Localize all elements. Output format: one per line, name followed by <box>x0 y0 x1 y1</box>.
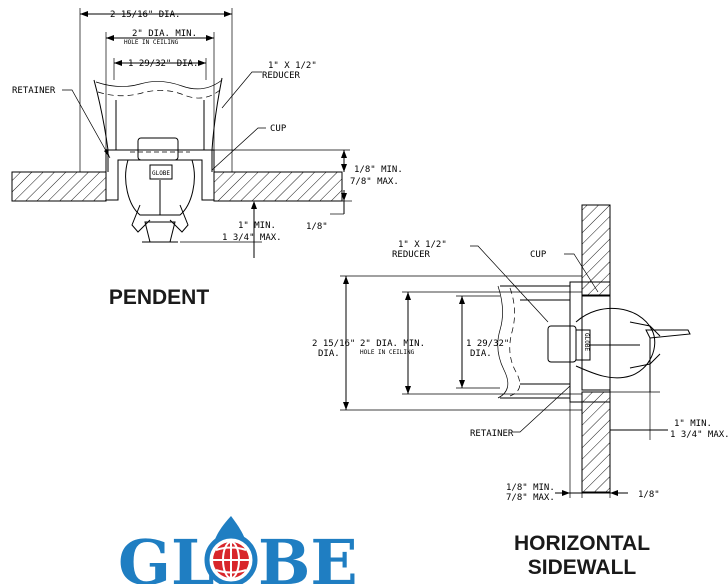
pendent-reducer-label-1: 1" X 1/2" <box>268 61 317 71</box>
pendent-view: GLOBE 2 15/16" DIA. 2" DIA. MIN. HOLE IN… <box>11 8 403 258</box>
pendent-drop-max-label: 1 3/4" MAX. <box>222 233 282 243</box>
sidewall-outer-label-2: DIA. <box>318 349 340 359</box>
pendent-drop-min-label: 1" MIN. <box>238 221 276 231</box>
ceiling-left <box>11 171 107 202</box>
sidewall-title-line-1: HORIZONTAL <box>513 532 651 555</box>
ceiling-right <box>213 171 343 202</box>
pendent-inner-dia-label: 1 29/32" DIA. <box>128 59 198 69</box>
sidewall-gap-max-label: 7/8" MAX. <box>506 493 555 503</box>
sidewall-retainer-label: RETAINER <box>470 429 514 439</box>
sidewall-proj-min-label: 1" MIN. <box>674 419 712 429</box>
sidewall-title-line-2: SIDEWALL <box>527 556 637 579</box>
pendent-gap-min-label: 1/8" MIN. <box>354 165 403 175</box>
sidewall-proj-max-label: 1 3/4" MAX. <box>670 430 728 440</box>
sidewall-hole-label-1: 2" DIA. MIN. <box>360 339 425 349</box>
sidewall-inner-label-2: DIA. <box>470 349 492 359</box>
sidewall-gap-min-label: 1/8" MIN. <box>506 483 555 493</box>
sidewall-inner-label-1: 1 29/32" <box>466 339 509 349</box>
pendent-reducer-label-2: REDUCER <box>262 71 301 81</box>
pendent-cup-label: CUP <box>270 124 287 134</box>
pendent-frame-mark: GLOBE <box>152 170 170 177</box>
logo-text-left: GL <box>118 526 215 584</box>
sidewall-eighth-label: 1/8" <box>638 490 660 500</box>
pendent-title: PENDENT <box>108 286 210 309</box>
sidewall-cup-label: CUP <box>530 250 547 260</box>
wall-bottom <box>581 391 611 493</box>
sidewall-hole-label-2: HOLE IN CEILING <box>360 349 415 356</box>
wall-top <box>581 204 611 296</box>
sidewall-view: GLOBE 1" X 1/2" REDUCER CUP 2 15/16" DIA… <box>312 204 728 503</box>
logo-text-right: BE <box>258 526 358 584</box>
pendent-hole-dia-label: 2" DIA. MIN. <box>132 29 197 39</box>
sidewall-reducer-label-1: 1" X 1/2" <box>398 240 447 250</box>
sidewall-title: HORIZONTAL SIDEWALL <box>478 532 686 580</box>
pendent-eighth-label: 1/8" <box>306 222 328 232</box>
pendent-retainer-label: RETAINER <box>12 86 56 96</box>
sidewall-outer-label-1: 2 15/16" <box>312 339 355 349</box>
pendent-hole-note: HOLE IN CEILING <box>124 39 179 46</box>
sidewall-reducer-label-2: REDUCER <box>392 250 431 260</box>
globe-logo: GL BE <box>118 516 358 584</box>
globe-o-icon <box>204 533 258 584</box>
pendent-gap-max-label: 7/8" MAX. <box>350 177 399 187</box>
sidewall-frame-mark: GLOBE <box>583 333 590 351</box>
pendent-outer-dia-label: 2 15/16" DIA. <box>110 10 180 20</box>
